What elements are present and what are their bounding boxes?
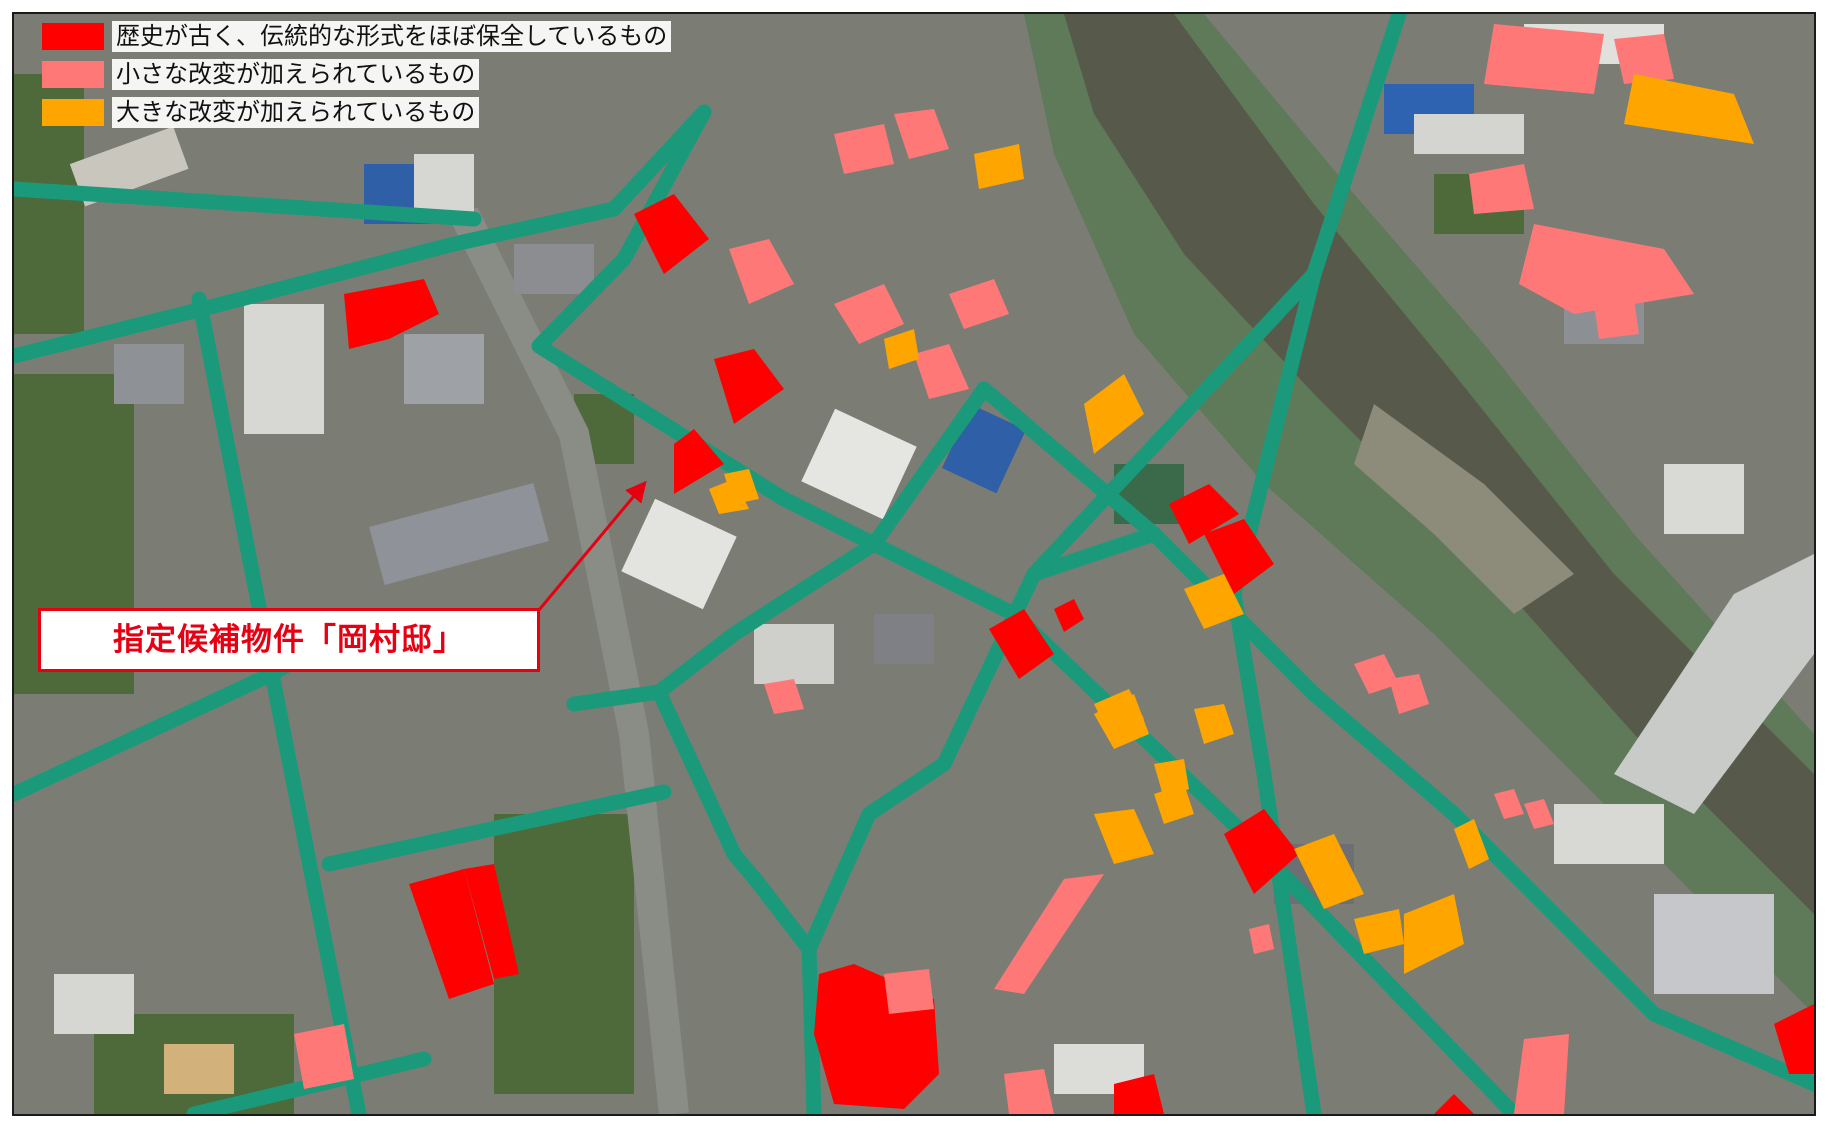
building-minor: [949, 279, 1009, 329]
building-historic: [1054, 599, 1084, 632]
building-historic: [409, 869, 494, 999]
building-historic: [1169, 484, 1239, 544]
street-13: [1026, 526, 1162, 582]
building-major: [974, 144, 1024, 189]
building-minor: [1484, 24, 1604, 94]
building-major: [709, 479, 749, 514]
building-historic: [1224, 809, 1299, 894]
building-major: [1454, 819, 1489, 869]
minor-alteration-buildings: [294, 24, 1694, 1114]
street-1: [14, 104, 712, 364]
legend-item-historic: 歴史が古く、伝統的な形式をほぼ保全しているもの: [42, 18, 672, 55]
street-10: [976, 381, 1814, 1092]
street-12: [321, 784, 672, 872]
street-15: [1226, 266, 1322, 1114]
building-minor: [1004, 1069, 1054, 1114]
building-minor: [1354, 654, 1399, 694]
building-minor: [1389, 674, 1429, 714]
building-major: [1084, 374, 1144, 454]
building-minor: [834, 124, 894, 174]
street-9: [566, 381, 992, 712]
candidate-property-callout: 指定候補物件「岡村邸」: [38, 608, 540, 672]
legend-label: 小さな改変が加えられているもの: [112, 59, 480, 90]
map-legend: 歴史が古く、伝統的な形式をほぼ保全しているもの 小さな改変が加えられているもの …: [42, 18, 672, 132]
building-historic: [1434, 1094, 1474, 1114]
building-minor: [884, 969, 934, 1014]
building-minor: [1614, 34, 1674, 84]
building-minor: [1469, 164, 1534, 214]
street-8: [651, 684, 822, 1114]
building-major: [1624, 74, 1754, 144]
building-minor: [1514, 1034, 1569, 1114]
building-minor: [729, 239, 794, 304]
building-major: [1154, 784, 1194, 824]
building-minor: [294, 1024, 354, 1089]
building-major: [1194, 704, 1234, 744]
building-historic: [1774, 1004, 1814, 1074]
building-minor: [764, 679, 804, 714]
building-major: [1354, 909, 1404, 954]
building-major: [724, 469, 759, 504]
major-alteration-buildings: [709, 74, 1754, 974]
street-11: [801, 14, 1407, 957]
map-canvas: [14, 14, 1814, 1114]
building-historic: [714, 349, 784, 424]
building-major: [1094, 689, 1144, 734]
building-minor: [914, 344, 969, 399]
legend-swatch-orange: [42, 99, 104, 126]
building-historic: [1114, 1074, 1164, 1114]
building-minor: [1519, 224, 1694, 314]
building-historic: [344, 279, 439, 349]
building-minor: [894, 109, 949, 159]
building-minor: [1249, 924, 1274, 954]
legend-swatch-pink: [42, 61, 104, 88]
building-minor: [994, 874, 1104, 994]
building-minor: [834, 284, 904, 344]
building-major: [1094, 809, 1154, 864]
street-6: [14, 666, 280, 802]
building-minor: [1524, 799, 1554, 829]
pointer-arrow: [537, 480, 647, 611]
building-historic: [1204, 519, 1274, 594]
legend-item-minor: 小さな改変が加えられているもの: [42, 56, 671, 93]
bridge: [1614, 554, 1814, 814]
building-historic: [634, 194, 709, 274]
legend-swatch-red: [42, 23, 104, 50]
building-major: [1404, 894, 1464, 974]
building-historic: [464, 864, 519, 979]
aerial-map[interactable]: 歴史が古く、伝統的な形式をほぼ保全しているもの 小さな改変が加えられているもの …: [12, 12, 1816, 1116]
legend-label: 大きな改変が加えられているもの: [112, 97, 480, 128]
legend-item-major: 大きな改変が加えられているもの: [42, 94, 671, 131]
street-network: [14, 14, 1814, 1114]
building-historic: [989, 609, 1054, 679]
street-2: [14, 181, 482, 227]
building-major: [884, 329, 919, 369]
building-historic: [674, 429, 724, 494]
building-minor: [1594, 299, 1639, 339]
legend-label: 歴史が古く、伝統的な形式をほぼ保全しているもの: [112, 21, 672, 52]
building-major: [1294, 834, 1364, 909]
building-major: [1184, 574, 1244, 629]
main-road: [450, 207, 689, 1114]
river: [1024, 14, 1814, 1014]
building-minor: [1494, 789, 1524, 819]
